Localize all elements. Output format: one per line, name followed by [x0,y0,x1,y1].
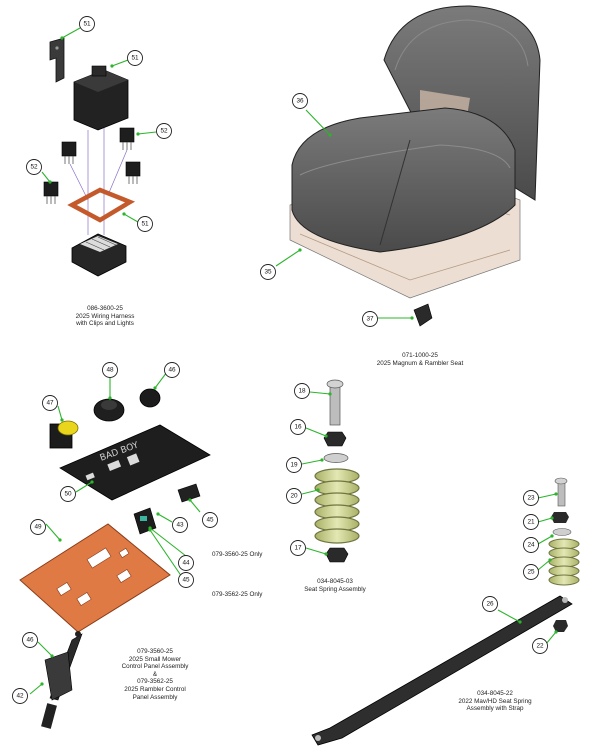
svg-text:46: 46 [26,637,34,644]
callout-52-b: 52 [26,159,42,175]
spring-bolt [329,384,341,426]
callout-46-a: 46 [164,362,180,378]
callout-52-a: 52 [156,123,172,139]
callout-46-b: 46 [22,632,38,648]
seat-group [289,5,541,327]
svg-text:35: 35 [264,269,272,276]
svg-text:26: 26 [486,601,494,608]
yellow-button [57,420,79,436]
callout-35: 35 [260,264,276,280]
svg-text:52: 52 [30,164,38,171]
callout-17: 17 [290,540,306,556]
callout-20: 20 [286,488,302,504]
cap-knob [139,388,161,408]
svg-text:45: 45 [182,577,190,584]
wiring-harness-group [43,37,141,277]
callout-50: 50 [60,486,76,502]
callout-49: 49 [30,519,46,535]
callout-51-c: 51 [137,216,153,232]
svg-text:42: 42 [16,693,24,700]
svg-text:44: 44 [182,560,190,567]
callout-36: 36 [292,93,308,109]
callout-51-b: 51 [127,50,143,66]
gasket [67,187,136,223]
seat-cushion [291,107,516,253]
control-panel-group: BAD BOY [19,388,211,729]
svg-text:23: 23 [527,495,535,502]
spring-strap-group [311,477,580,746]
svg-text:51: 51 [131,55,139,62]
svg-text:22: 22 [536,643,544,650]
callout-16: 16 [290,419,306,435]
svg-text:52: 52 [160,128,168,135]
caption-seat-spring: 034-8045-03 Seat Spring Assembly [304,578,366,593]
svg-text:51: 51 [83,21,91,28]
note-3560-only: 079-3560-25 Only [212,551,263,558]
callout-25: 25 [523,564,539,580]
seat-spring-group [314,379,360,563]
callout-22: 22 [532,638,548,654]
callout-48: 48 [102,362,118,378]
callout-43: 43 [172,517,188,533]
svg-text:47: 47 [46,400,54,407]
coil-spring [314,468,360,544]
callout-37: 37 [362,311,378,327]
callout-44: 44 [178,555,194,571]
callout-18: 18 [294,383,310,399]
svg-text:36: 36 [296,98,304,105]
callout-23: 23 [523,490,539,506]
callout-26: 26 [482,596,498,612]
harness-clip-bracket [49,37,65,83]
lock-nut [325,547,349,563]
svg-text:48: 48 [106,367,114,374]
nut [323,431,347,447]
svg-text:20: 20 [290,493,298,500]
callouts: 51 51 52 52 51 36 35 37 48 46 47 50 43 4… [12,16,548,704]
svg-text:51: 51 [141,221,149,228]
svg-text:49: 49 [34,524,42,531]
callout-42: 42 [12,688,28,704]
seat-slide-bracket [413,303,433,327]
svg-text:21: 21 [527,519,535,526]
caption-spring-strap: 034-8045-22 2022 Mav/HD Seat Spring Asse… [458,690,532,713]
note-3562-only: 079-3562-25 Only [212,591,263,598]
svg-text:19: 19 [290,462,298,469]
caption-seat: 071-1000-25 2025 Magnum & Rambler Seat [376,352,464,367]
svg-text:17: 17 [294,545,302,552]
small-block [177,483,201,503]
svg-text:25: 25 [527,569,535,576]
callout-51-a: 51 [79,16,95,32]
callout-47: 47 [42,395,58,411]
strap [311,595,573,746]
svg-text:43: 43 [176,522,184,529]
svg-text:37: 37 [366,316,374,323]
leader-lines [29,27,558,695]
callout-19: 19 [286,457,302,473]
washer [323,453,349,463]
callout-24: 24 [523,537,539,553]
svg-text:16: 16 [294,424,302,431]
svg-text:50: 50 [64,491,72,498]
caption-control-panel: 079-3560-25 2025 Small Mower Control Pan… [121,648,189,701]
orange-plate [19,523,171,633]
relay-icon [43,127,141,197]
callout-45-b: 45 [178,572,194,588]
callout-45-a: 45 [202,512,218,528]
caption-wiring-harness: 086-3600-25 2025 Wiring Harness with Cli… [75,305,135,328]
svg-text:18: 18 [298,388,306,395]
callout-21: 21 [523,514,539,530]
svg-text:45: 45 [206,517,214,524]
svg-text:24: 24 [527,542,535,549]
svg-text:46: 46 [168,367,176,374]
